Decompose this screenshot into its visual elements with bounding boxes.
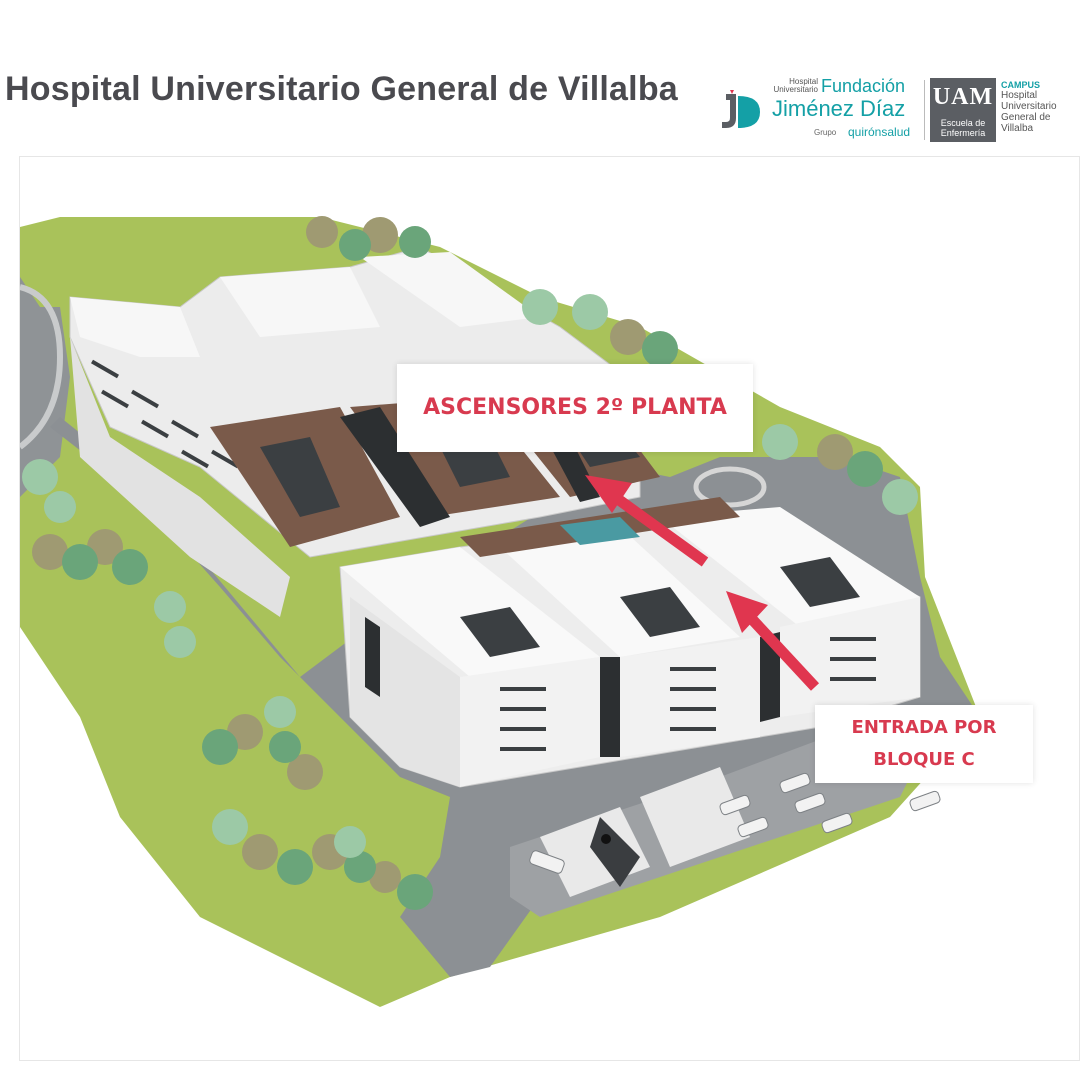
- quironsalud-text: quirónsalud: [848, 125, 911, 139]
- arrow-to-elevators: [585, 475, 709, 567]
- entrance-label: ENTRADA POR BLOQUE C: [815, 705, 1033, 783]
- arrow-entrance: [726, 591, 820, 691]
- campus-title: CAMPUS: [1001, 80, 1041, 90]
- fjd-name-line1: Fundación: [821, 76, 906, 96]
- elevators-label-text: ASCENSORES 2º PLANTA: [423, 395, 727, 420]
- roundabout: [693, 466, 767, 508]
- trees: [22, 216, 918, 910]
- logo-divider: [924, 80, 925, 140]
- entrance-label-line1: ENTRADA POR: [851, 717, 997, 738]
- map-illustration: [20, 216, 980, 1007]
- fjd-mark-icon: [722, 90, 760, 128]
- fundacion-jimenez-diaz-logo: Hospital Universitario Fundación Jiménez…: [720, 76, 920, 142]
- uam-letters: UAM: [932, 84, 994, 110]
- building-front: [339, 497, 921, 788]
- page-title: Hospital Universitario General de Villal…: [5, 70, 678, 108]
- elevators-label: ASCENSORES 2º PLANTA: [397, 364, 753, 452]
- road-west-line: [20, 284, 64, 450]
- underground-ramp: [590, 817, 640, 887]
- campus-logo: CAMPUS Hospital Universitario General de…: [1001, 80, 1077, 134]
- fjd-small-text: Hospital Universitario: [773, 77, 818, 94]
- campus-map[interactable]: [19, 156, 1080, 1061]
- location-marker: [601, 834, 611, 844]
- fjd-name-line2: Jiménez Díaz: [772, 96, 906, 121]
- entrance-label-line2: BLOQUE C: [873, 749, 975, 770]
- uam-logo: UAM Escuela de Enfermería: [930, 78, 996, 142]
- fjd-grupo-text: Grupo: [814, 128, 837, 137]
- campus-line1: Hospital: [1001, 90, 1038, 101]
- campus-line4: Villalba: [1001, 123, 1034, 134]
- cars: [529, 772, 941, 874]
- campus-line2: Universitario: [1001, 101, 1057, 112]
- campus-line3: General de: [1001, 112, 1051, 123]
- uam-sub-line2: Enfermería: [940, 128, 986, 138]
- parking-island-2: [640, 767, 750, 867]
- uam-sub-line1: Escuela de: [940, 118, 986, 128]
